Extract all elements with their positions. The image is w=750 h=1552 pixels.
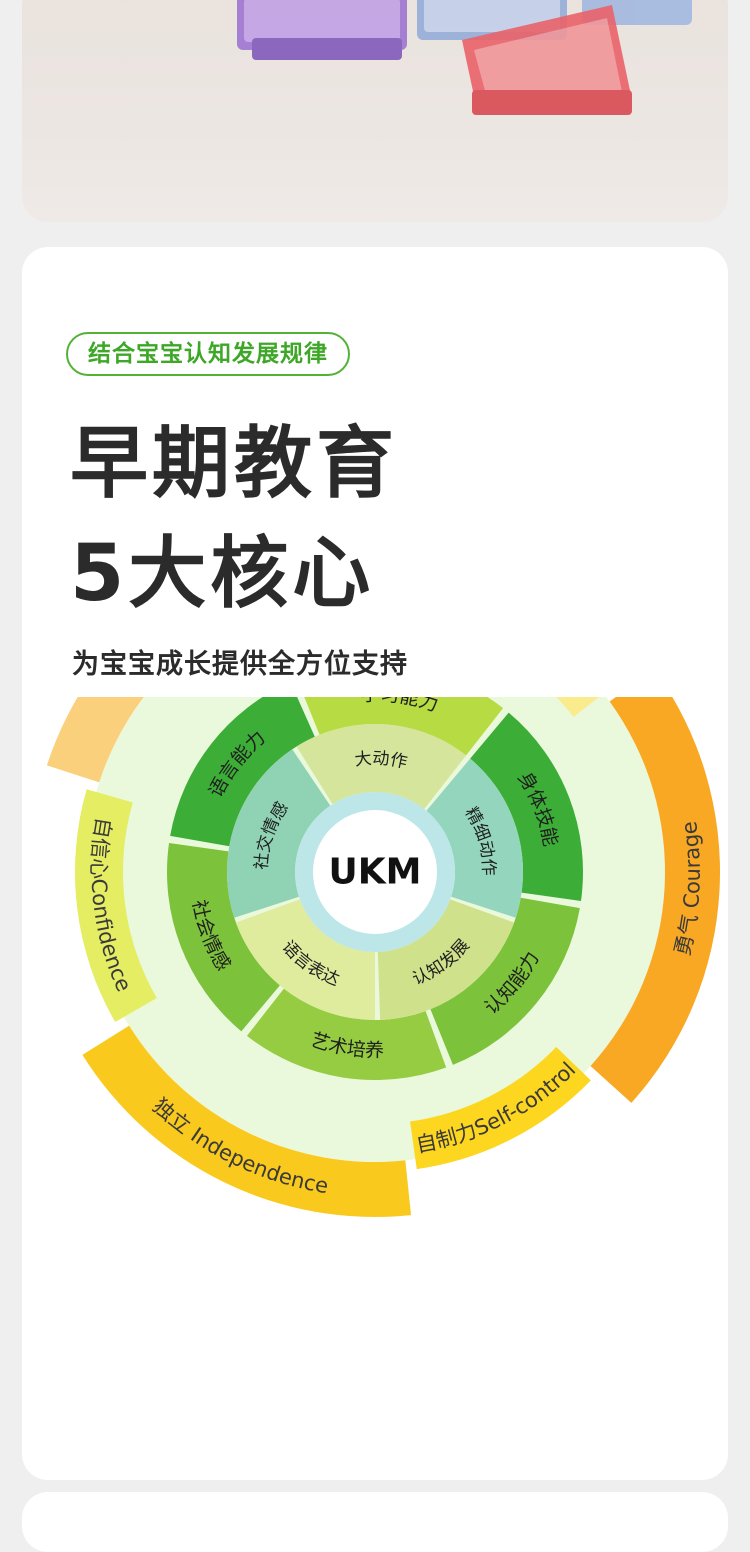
subtitle: 为宝宝成长提供全方位支持	[72, 649, 408, 680]
inner-segment-1	[426, 758, 523, 918]
development-wheel: 纪律 Discipline意志力Willpower勇气 Courage自制力Se…	[46, 697, 720, 1217]
middle-segment-0	[304, 697, 504, 756]
development-tag: 结合宝宝认知发展规律	[66, 332, 350, 376]
middle-segment-3	[246, 988, 447, 1080]
middle-segment-4	[167, 843, 280, 1032]
outer-segment-4	[82, 1025, 412, 1217]
red-block-shape	[462, 5, 632, 115]
inner-segment-2	[377, 899, 515, 1020]
middle-segment-5	[170, 697, 315, 847]
hub-core	[313, 810, 437, 934]
inner-label-0: 大动作	[354, 749, 409, 773]
title-line-2: 5大核心	[70, 529, 375, 619]
outer-segment-2	[590, 697, 720, 1103]
hub-label: UKM	[329, 852, 422, 893]
outer-segment-5	[74, 789, 157, 1022]
education-card: 结合宝宝认知发展规律 早期教育 5大核心 为宝宝成长提供全方位支持 纪律 Dis…	[22, 247, 728, 1480]
inner-segment-0	[296, 724, 467, 809]
middle-segment-2	[430, 897, 580, 1065]
next-card	[22, 1492, 728, 1552]
middle-segment-1	[470, 712, 583, 901]
outer-segment-0	[46, 697, 144, 783]
product-photo	[22, 0, 728, 222]
middle-ring: 学习能力身体技能认知能力艺术培养社会情感语言能力	[167, 697, 583, 1080]
purple-block-shape	[237, 0, 407, 60]
outer-segment-1	[556, 697, 599, 717]
inner-segment-4	[227, 749, 331, 918]
inner-segment-3	[235, 899, 375, 1020]
outer-segment-3	[410, 1047, 591, 1170]
title-line-1: 早期教育	[70, 419, 399, 509]
